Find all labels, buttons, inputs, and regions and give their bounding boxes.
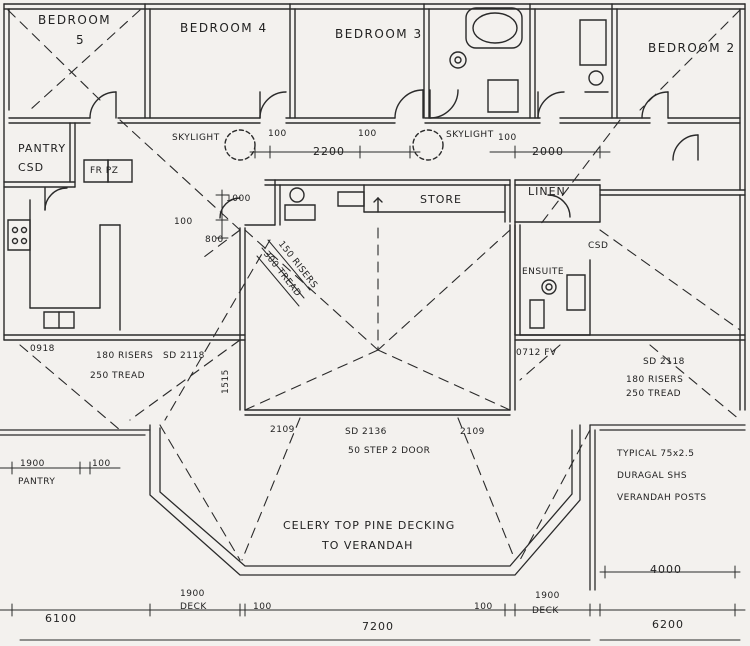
exterior-walls xyxy=(4,4,745,340)
fridge-label: FR PZ xyxy=(90,166,119,176)
dimension-2200: 2200 xyxy=(313,145,345,158)
center-sliding-door-label: SD 2136 xyxy=(345,427,387,437)
skylight-label-left: SKYLIGHT xyxy=(172,133,220,143)
dimension-1900-right: 1900 xyxy=(535,591,560,601)
dimension-6100: 6100 xyxy=(45,612,77,625)
dimension-1000: 1000 xyxy=(226,194,251,204)
living-room-walls xyxy=(4,190,745,415)
window-0712-label: 0712 FV xyxy=(516,348,557,358)
dimension-2109-left: 2109 xyxy=(270,425,295,435)
posts-note-line-3: VERANDAH POSTS xyxy=(617,493,707,503)
dimension-lines xyxy=(0,146,745,640)
roof-lines xyxy=(8,10,740,560)
room-label-ensuite: ENSUITE xyxy=(522,267,565,277)
room-label-bedroom-3: BEDROOM 3 xyxy=(335,27,423,41)
kitchen-benches xyxy=(8,200,120,330)
right-sliding-door-label: SD 2118 xyxy=(643,357,685,367)
deck-label-right: DECK xyxy=(532,606,559,616)
dimension-6200: 6200 xyxy=(652,618,684,631)
skylight-label-right: SKYLIGHT xyxy=(446,130,494,140)
step-to-door-note: 50 STEP 2 DOOR xyxy=(348,446,431,456)
door-swings xyxy=(45,90,698,218)
ensuite-csd-label: CSD xyxy=(588,241,609,251)
room-label-store: STORE xyxy=(420,193,462,206)
bathroom-fixtures xyxy=(450,8,608,112)
dimension-1900-left: 1900 xyxy=(180,589,205,599)
dimension-100-d: 100 xyxy=(174,217,193,227)
lower-pantry-label: PANTRY xyxy=(18,477,56,487)
room-label-pantry: PANTRY xyxy=(18,142,67,155)
dimension-800: 800 xyxy=(205,235,224,245)
window-0918-label: 0918 xyxy=(30,344,55,354)
ensuite-walls xyxy=(515,222,590,335)
left-tread-note: 250 TREAD xyxy=(90,371,146,381)
dimension-4000: 4000 xyxy=(650,563,682,576)
dimension-100-bottom-right: 100 xyxy=(474,602,493,612)
deck-label-left: DECK xyxy=(180,602,207,612)
right-tread-note: 250 TREAD xyxy=(626,389,682,399)
dimension-1900-top: 1900 xyxy=(20,459,45,469)
room-label-bedroom-4: BEDROOM 4 xyxy=(180,21,268,35)
left-risers-note: 180 RISERS xyxy=(96,351,154,361)
room-label-bedroom-2: BEDROOM 2 xyxy=(648,41,736,55)
bedroom-walls xyxy=(9,4,740,123)
decking-note-line-2: TO VERANDAH xyxy=(322,539,414,552)
posts-note-line-2: DURAGAL SHS xyxy=(617,471,688,481)
dimension-100-c: 100 xyxy=(498,133,517,143)
dimension-100-bottom-left: 100 xyxy=(253,602,272,612)
stair-symbol xyxy=(257,240,310,306)
dimension-100-b: 100 xyxy=(358,129,377,139)
dimension-1515: 1515 xyxy=(221,369,231,394)
room-label-bedroom-5: BEDROOM xyxy=(38,13,112,27)
room-label-bedroom-5-number: 5 xyxy=(76,33,86,47)
dimension-100-a: 100 xyxy=(268,129,287,139)
dimension-2109-right: 2109 xyxy=(460,427,485,437)
veranda-deck xyxy=(0,425,745,590)
right-risers-note: 180 RISERS xyxy=(626,375,684,385)
dimension-2000: 2000 xyxy=(532,145,564,158)
pantry-walls xyxy=(4,123,132,187)
pantry-csd-label: CSD xyxy=(18,161,45,174)
room-label-linen: LINEN xyxy=(528,185,566,198)
posts-note-line-1: TYPICAL 75x2.5 xyxy=(617,449,695,459)
central-walls xyxy=(245,180,600,225)
dimension-7200: 7200 xyxy=(362,620,394,633)
skylight-symbols xyxy=(225,130,443,160)
left-sliding-door-label: SD 2118 xyxy=(163,351,205,361)
dimension-100-pantry: 100 xyxy=(92,459,111,469)
decking-note-line-1: CELERY TOP PINE DECKING xyxy=(283,519,456,532)
